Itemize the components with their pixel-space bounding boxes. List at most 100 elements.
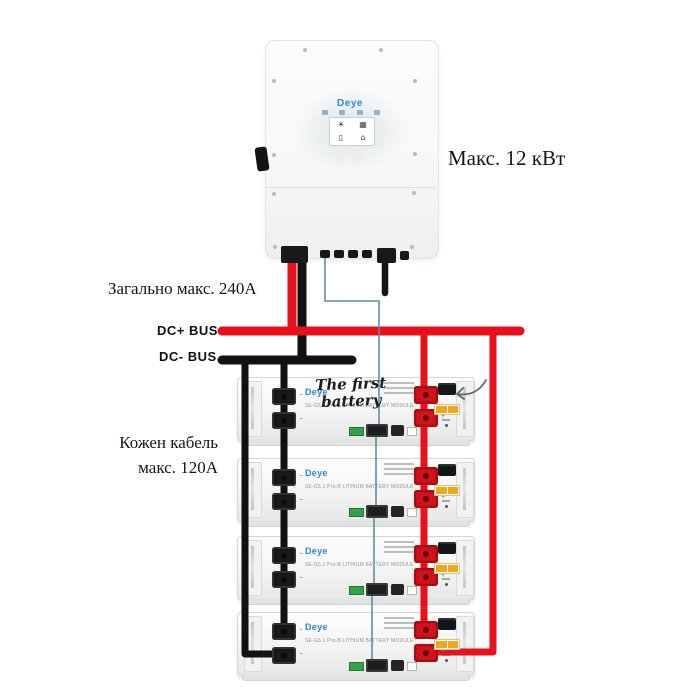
dip-switch — [407, 586, 417, 595]
battery-negative-terminal — [272, 493, 296, 510]
warning-label — [434, 563, 460, 574]
minus-mark: − — [299, 416, 304, 423]
led-icon — [339, 110, 346, 115]
label-print — [442, 500, 450, 502]
io-connector — [400, 251, 409, 260]
annotation-arrow-icon — [456, 379, 487, 400]
inverter-knob — [354, 147, 364, 162]
screw-icon — [412, 191, 416, 195]
battery-brand-logo: Deye — [305, 546, 328, 556]
grid-icon: ▦ — [359, 119, 367, 129]
battery-base — [242, 674, 470, 681]
comm-port — [366, 424, 388, 437]
power-terminal-block — [349, 508, 364, 517]
comm-port — [391, 660, 404, 671]
minus-mark: − — [299, 473, 304, 480]
soc-display — [438, 383, 456, 395]
battery-negative-terminal — [272, 547, 296, 564]
inverter-seam — [266, 187, 436, 188]
screw-icon — [410, 245, 414, 249]
power-button — [445, 505, 448, 508]
battery-module-2: − − Deye SE-G5.1 Pro-B LITHIUM BATTERY M… — [237, 458, 475, 527]
dip-switch — [407, 662, 417, 671]
plus-mark: + — [441, 494, 446, 501]
warning-label — [434, 485, 460, 496]
soc-display — [438, 542, 456, 554]
battery-negative-terminal — [272, 469, 296, 486]
first-battery-note: The first battery — [314, 373, 387, 412]
soc-display — [438, 464, 456, 476]
soc-display — [438, 618, 456, 630]
per-cable-current-label: Кожен кабель макс. 120A — [119, 433, 218, 477]
minus-mark: − — [299, 392, 304, 399]
battery-model-text: SE-G5.1 Pro-B LITHIUM BATTERY MODULE — [305, 638, 414, 644]
led-icon — [322, 110, 328, 115]
comm-port — [391, 584, 404, 595]
power-button — [445, 583, 448, 586]
io-connector — [348, 250, 358, 258]
comm-port — [366, 659, 388, 672]
screw-icon — [413, 79, 417, 83]
minus-mark: − — [299, 575, 304, 582]
screw-icon — [273, 245, 277, 249]
inverter-led-row — [322, 110, 380, 115]
power-terminal-block — [349, 586, 364, 595]
antenna-connector — [377, 248, 396, 263]
minus-mark: − — [299, 651, 304, 658]
battery-negative-terminal — [272, 571, 296, 588]
minus-mark: − — [299, 551, 304, 558]
screw-icon — [379, 48, 383, 52]
battery-negative-terminal — [272, 623, 296, 640]
dc-plus-return-cable — [430, 331, 497, 656]
screw-icon — [272, 79, 276, 83]
led-icon — [373, 110, 380, 115]
battery-brand-logo: Deye — [305, 468, 328, 478]
warning-label — [434, 404, 460, 415]
dip-switch — [407, 427, 417, 436]
comm-port — [391, 425, 404, 436]
battery-positive-terminal — [414, 644, 438, 662]
battery-positive-terminal — [414, 490, 438, 508]
battery-positive-terminal — [414, 621, 438, 639]
battery-model-text: SE-G5.1 Pro-B LITHIUM BATTERY MODULE — [305, 484, 414, 490]
battery-brand-logo: Deye — [305, 387, 328, 397]
spec-print — [384, 541, 426, 556]
battery-model-text: SE-G5.1 Pro-B LITHIUM BATTERY MODULE — [305, 562, 414, 568]
sun-icon: ☀ — [337, 119, 345, 129]
io-connector — [320, 250, 330, 258]
inverter-brand-logo: Deye — [337, 98, 363, 109]
minus-mark: − — [299, 627, 304, 634]
battery-module-4: − − Deye SE-G5.1 Pro-B LITHIUM BATTERY M… — [237, 612, 475, 681]
power-terminal-block — [349, 662, 364, 671]
power-terminal-block — [349, 427, 364, 436]
battery-cable-connector — [281, 246, 308, 263]
comm-port — [366, 583, 388, 596]
home-icon: ⌂ — [360, 133, 366, 143]
screw-icon — [413, 152, 417, 156]
dc-minus-bus-label: DC- BUS — [159, 349, 217, 364]
battery-positive-terminal — [414, 467, 438, 485]
warning-label — [434, 639, 460, 650]
plus-mark: + — [441, 413, 446, 420]
dip-switch — [407, 508, 417, 517]
screw-icon — [272, 192, 276, 196]
battery-module-3: − − Deye SE-G5.1 Pro-B LITHIUM BATTERY M… — [237, 536, 475, 605]
power-button — [445, 659, 448, 662]
screw-icon — [303, 48, 307, 52]
spec-print — [384, 382, 426, 397]
comm-port — [391, 506, 404, 517]
battery-model-text: SE-G5.1 Pro-B LITHIUM BATTERY MODULE — [305, 403, 414, 409]
spec-print — [384, 463, 426, 478]
minus-mark: − — [299, 497, 304, 504]
battery-negative-terminal — [272, 412, 296, 429]
max-power-label: Макс. 12 кВт — [448, 146, 566, 170]
battery-positive-terminal — [414, 386, 438, 404]
battery-negative-terminal — [272, 388, 296, 405]
battery-positive-terminal — [414, 545, 438, 563]
label-print — [442, 578, 450, 580]
comm-cable — [324, 258, 380, 662]
comm-port — [366, 505, 388, 518]
battery-icon: ▯ — [338, 133, 344, 143]
total-current-label: Загально макс. 240A — [108, 279, 257, 298]
